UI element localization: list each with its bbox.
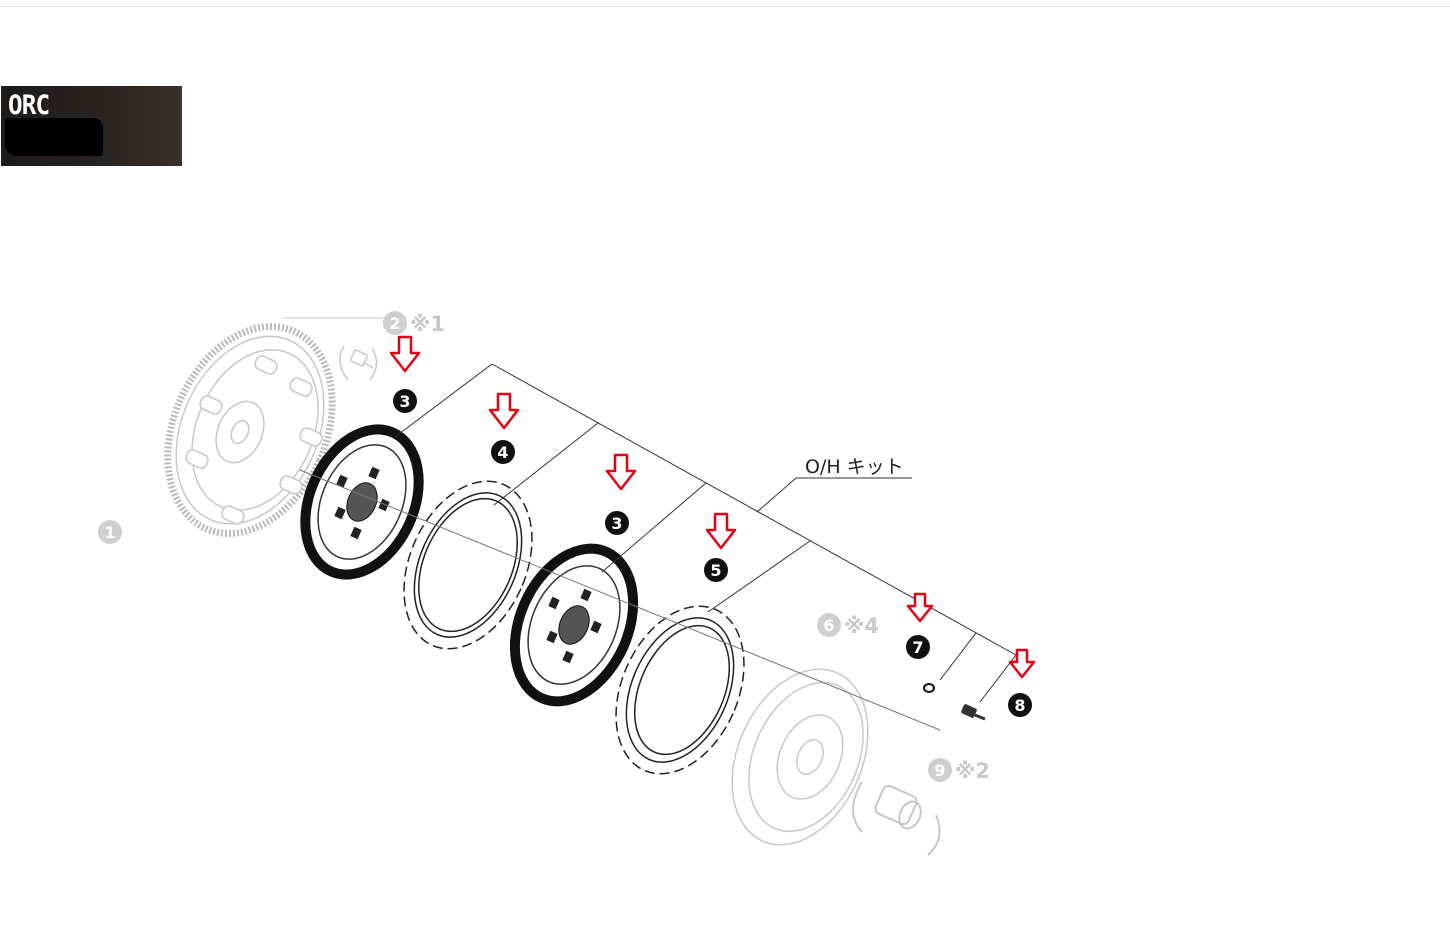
callout-4-badge <box>491 440 515 464</box>
down-arrow-icon <box>605 453 637 491</box>
flywheel-bolt <box>339 345 378 381</box>
callout-9-badge <box>928 758 952 782</box>
callout-1-number: 1 <box>104 523 115 542</box>
callout-2-badge <box>383 311 407 335</box>
callout-8-badge <box>1008 693 1032 717</box>
down-arrow-icon <box>1008 648 1036 679</box>
oh-kit-label: O/H キット <box>805 456 904 478</box>
callout-5-badge <box>704 558 728 582</box>
callout-7-badge <box>906 635 930 659</box>
callout-2-note: ※1 <box>410 312 445 336</box>
callout-3a-badge <box>393 389 417 413</box>
logo-text: ORC <box>8 90 50 121</box>
down-arrow-icon <box>488 392 520 430</box>
washer <box>923 683 935 693</box>
callout-4-number: 4 <box>497 443 508 462</box>
clutch-disc-2 <box>509 543 639 707</box>
callout-7-number: 7 <box>912 638 923 657</box>
callout-9-note: ※2 <box>955 759 990 783</box>
callout-6-number: 6 <box>823 616 834 635</box>
release-bearing <box>852 781 941 856</box>
down-arrow-icon <box>705 512 737 550</box>
callout-3b-number: 3 <box>611 514 622 533</box>
down-arrow-icon <box>389 335 421 373</box>
callout-8-number: 8 <box>1014 696 1025 715</box>
callout-6-badge <box>817 613 841 637</box>
callout-3b-badge <box>605 511 629 535</box>
callout-3a-number: 3 <box>399 392 410 411</box>
callout-2-number: 2 <box>389 314 400 333</box>
down-arrow-icon <box>906 592 934 623</box>
redaction-mark <box>5 118 103 156</box>
callout-6-note: ※4 <box>844 614 879 638</box>
clutch-cover <box>731 668 869 846</box>
cover-bolt <box>961 704 986 721</box>
top-divider <box>0 6 1450 7</box>
flywheel <box>164 317 395 537</box>
callout-1-badge <box>98 520 122 544</box>
clutch-disc-1 <box>300 424 424 580</box>
callout-5-number: 5 <box>710 561 721 580</box>
highlight-arrows <box>389 335 1036 679</box>
assembly-axis <box>299 469 941 731</box>
callout-9-number: 9 <box>934 761 945 780</box>
